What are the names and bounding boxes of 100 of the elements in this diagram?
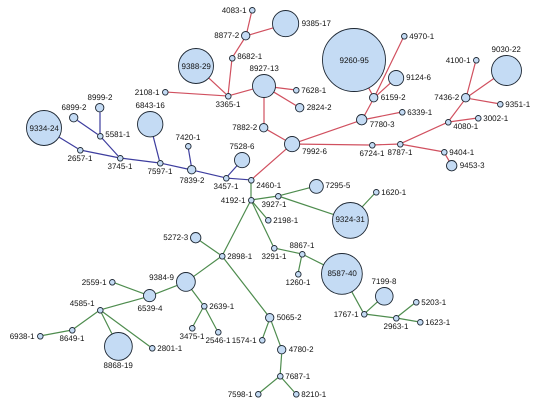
- branch-line: [398, 318, 418, 322]
- node-label: 6843-16: [136, 100, 165, 110]
- node-label: 2108-1: [134, 88, 160, 96]
- node-label: 4780-2: [288, 345, 314, 354]
- node-label: 4080-1: [453, 122, 478, 132]
- node-label: 4585-1: [70, 298, 95, 308]
- branch-line: [228, 60, 232, 94]
- node-label: 9030-22: [492, 44, 521, 54]
- branch-line: [252, 148, 286, 178]
- branch-line: [375, 38, 404, 94]
- node-label: 8587-40: [327, 269, 357, 278]
- node-label: 5065-2: [276, 313, 302, 322]
- branch-line: [274, 92, 297, 106]
- branch-line: [102, 297, 144, 310]
- branch-line: [398, 304, 414, 316]
- branch-line: [366, 302, 378, 312]
- node-label: 7199-8: [372, 276, 396, 286]
- node-label: 6159-2: [380, 93, 406, 102]
- node-label: 9260-95: [340, 56, 369, 64]
- node-label: 7436-2: [434, 93, 460, 102]
- branch-line: [162, 163, 188, 170]
- branch-line: [470, 98, 498, 104]
- branch-line: [352, 292, 363, 312]
- branch-line: [58, 136, 78, 149]
- node-label: 1574-1: [232, 336, 257, 344]
- branch-line: [191, 289, 203, 304]
- node-label: 9453-3: [460, 161, 485, 170]
- node-label: 3475-1: [180, 332, 204, 342]
- branch-line: [280, 187, 310, 196]
- node-label: 2460-1: [256, 181, 282, 190]
- branch-line: [450, 118, 476, 122]
- node-label: 7839-2: [180, 176, 204, 185]
- branch-line: [299, 121, 358, 142]
- node-label: 7295-5: [325, 181, 350, 190]
- branch-line: [208, 78, 226, 94]
- node-label: 3745-1: [108, 162, 132, 172]
- node-label: 3291-1: [262, 252, 286, 262]
- branch-line: [402, 144, 442, 152]
- node-label: 2824-2: [306, 103, 332, 112]
- branch-line: [282, 378, 294, 392]
- node-label: 5272-3: [163, 233, 188, 242]
- branch-line: [260, 378, 278, 392]
- branch-line: [362, 194, 374, 208]
- node-label: 7780-3: [370, 120, 395, 130]
- node-label: 2963-1: [384, 322, 408, 332]
- node-label: 3457-1: [214, 182, 238, 192]
- branch-line: [152, 136, 160, 160]
- node-label: 9384-9: [149, 273, 174, 282]
- branch-line: [122, 158, 158, 164]
- branch-line: [367, 112, 400, 120]
- node-label: 4970-1: [409, 32, 434, 40]
- branch-line: [368, 88, 372, 94]
- node-label: 2198-1: [273, 216, 298, 224]
- branch-line: [300, 144, 370, 146]
- node-label: 8210-1: [301, 390, 326, 398]
- node-label: 8868-19: [104, 361, 133, 370]
- node-label: 5581-1: [105, 130, 130, 138]
- node-label: 7628-1: [301, 86, 326, 94]
- node-label: 9124-6: [406, 73, 431, 82]
- node-label: 9351-1: [505, 100, 530, 108]
- node-label: 1260-1: [286, 278, 310, 288]
- branch-line: [445, 154, 450, 162]
- node-label: 1623-1: [425, 318, 450, 326]
- branch-line: [168, 92, 226, 96]
- branch-line: [205, 308, 217, 330]
- node-label: 3002-1: [483, 114, 508, 122]
- node-label: 9334-24: [30, 124, 59, 132]
- node-label: 7597-1: [148, 167, 172, 176]
- node-label: 2898-1: [227, 252, 252, 260]
- branch-line: [376, 82, 391, 96]
- branch-line: [449, 101, 464, 120]
- branch-line: [196, 170, 224, 178]
- branch-line: [156, 285, 178, 294]
- branch-line: [102, 138, 118, 156]
- node-label: 1620-1: [381, 188, 406, 196]
- branch-line: [114, 282, 144, 294]
- branch-line: [298, 256, 302, 272]
- branch-line: [250, 27, 274, 36]
- branch-line: [228, 166, 238, 176]
- branch-line: [304, 254, 324, 266]
- branch-line: [42, 330, 70, 336]
- branch-line: [466, 62, 476, 94]
- node-label: 4083-1: [222, 6, 247, 14]
- node-label: 8682-1: [237, 52, 262, 60]
- node-label: 9388-29: [182, 62, 211, 70]
- branch-line: [268, 130, 286, 141]
- node-label: 4192-1: [220, 196, 246, 204]
- node-label: 7528-6: [230, 142, 254, 151]
- branch-line: [99, 112, 101, 134]
- node-label: 2639-1: [209, 302, 234, 310]
- branch-line: [200, 240, 220, 255]
- branch-line: [252, 202, 274, 246]
- node-label: 7598-1: [228, 390, 253, 398]
- node-label: 4100-1: [446, 56, 471, 64]
- branch-line: [250, 182, 252, 198]
- branch-line: [82, 150, 118, 158]
- branch-line: [222, 202, 250, 254]
- node-label: 7420-1: [176, 132, 200, 142]
- node-label: 2801-1: [157, 344, 182, 352]
- node-label: 6724-1: [360, 149, 384, 158]
